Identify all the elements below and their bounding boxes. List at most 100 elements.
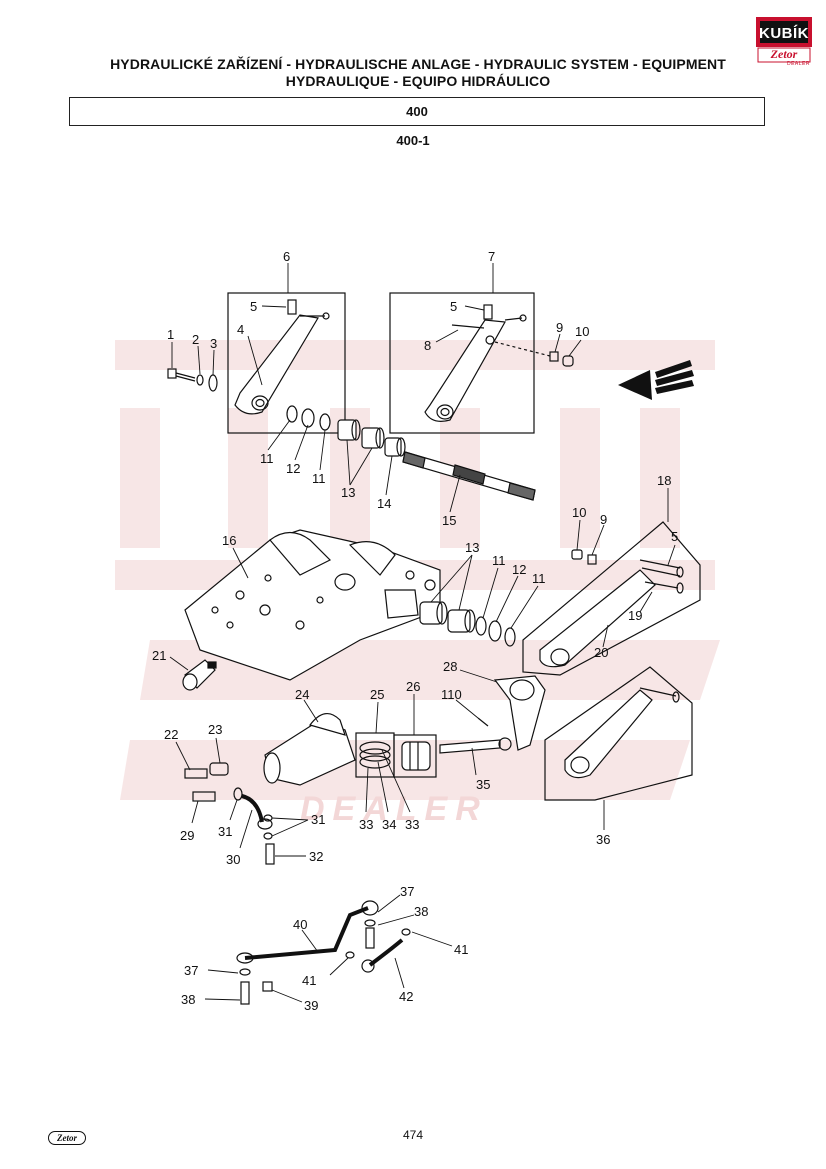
callout-30: 30 xyxy=(226,852,240,867)
lift-arm-20 xyxy=(539,559,684,668)
washer-41a xyxy=(345,951,355,959)
ring-11b xyxy=(319,413,331,431)
section-number-box: 400 xyxy=(69,97,765,126)
lift-arm-7 xyxy=(424,304,551,422)
direction-arrow xyxy=(618,360,694,400)
ring-12a xyxy=(301,408,315,428)
callout-38b: 38 xyxy=(181,992,195,1007)
ring-12b xyxy=(488,620,502,642)
title-line-2: HYDRAULIQUE - EQUIPO HIDRÁULICO xyxy=(285,73,551,89)
group-box-7 xyxy=(389,292,535,434)
subsection-code: 400-1 xyxy=(396,133,430,148)
logo-sub: Zetor xyxy=(770,47,798,61)
ring-11d xyxy=(504,627,516,647)
pin-110 xyxy=(477,717,489,727)
ring-33b xyxy=(359,755,391,769)
callout-8: 8 xyxy=(424,338,431,353)
ring-34 xyxy=(359,748,391,762)
ring-11a xyxy=(286,405,298,423)
bushing-14 xyxy=(384,437,406,457)
callout-labels: 6 7 5 5 4 8 1 2 3 9 10 11 12 11 13 14 15… xyxy=(152,249,678,1013)
logo-brand: KUBÍK xyxy=(759,25,809,42)
callout-28: 28 xyxy=(443,659,457,674)
callout-42: 42 xyxy=(399,989,413,1004)
bushing-13a xyxy=(337,419,361,441)
callout-6: 6 xyxy=(283,249,290,264)
washer-31a xyxy=(233,787,243,801)
callout-29: 29 xyxy=(180,828,194,843)
group-box-26 xyxy=(393,734,437,778)
callout-14: 14 xyxy=(377,496,391,511)
section-number: 400 xyxy=(406,104,428,119)
callout-4: 4 xyxy=(237,322,244,337)
cap-10 xyxy=(562,355,574,367)
callout-26: 26 xyxy=(406,679,420,694)
nut-9 xyxy=(549,351,559,362)
callout-13b: 13 xyxy=(465,540,479,555)
bolt-1 xyxy=(167,368,196,382)
page-title: HYDRAULICKÉ ZAŘÍZENÍ - HYDRAULISCHE ANLA… xyxy=(60,56,776,90)
cap-10b xyxy=(571,549,583,560)
callout-11b: 11 xyxy=(312,471,326,486)
washer-41b xyxy=(401,928,411,936)
bolt-32 xyxy=(265,843,275,865)
callout-41a: 41 xyxy=(454,942,468,957)
plug-39 xyxy=(262,981,273,992)
footer-zetor-logo: Zetor xyxy=(48,1131,86,1145)
callout-23: 23 xyxy=(208,722,222,737)
callout-110: 110 xyxy=(441,687,462,702)
callout-15: 15 xyxy=(442,513,456,528)
callout-10a: 10 xyxy=(575,324,589,339)
group-box-6 xyxy=(227,292,346,434)
callout-2: 2 xyxy=(192,332,199,347)
callout-12b: 12 xyxy=(512,562,526,577)
shaft-15 xyxy=(402,451,536,501)
lift-arm-36 xyxy=(564,687,680,779)
callout-32: 32 xyxy=(309,849,323,864)
callout-3: 3 xyxy=(210,336,217,351)
callout-39: 39 xyxy=(304,998,318,1013)
bolt-38a xyxy=(365,927,375,949)
callout-9a: 9 xyxy=(556,320,563,335)
callout-41b: 41 xyxy=(302,973,316,988)
piston-rod-35 xyxy=(439,737,512,754)
callout-11c: 11 xyxy=(492,553,506,568)
callout-16: 16 xyxy=(222,533,236,548)
callout-37a: 37 xyxy=(400,884,414,899)
callout-21: 21 xyxy=(152,648,166,663)
callout-5c: 5 xyxy=(671,529,678,544)
sensor-21 xyxy=(182,659,217,691)
spring-washer-2 xyxy=(196,374,204,386)
callout-11a: 11 xyxy=(260,451,274,466)
watermark-text: DEALER xyxy=(300,790,488,828)
callout-33b: 33 xyxy=(405,817,419,832)
sleeve-23 xyxy=(209,762,229,776)
callout-40: 40 xyxy=(293,917,307,932)
callout-36: 36 xyxy=(596,832,610,847)
ring-11c xyxy=(475,616,487,636)
callout-9b: 9 xyxy=(600,512,607,527)
callout-22: 22 xyxy=(164,727,178,742)
callout-11d: 11 xyxy=(532,571,546,586)
cylinder-24 xyxy=(263,713,356,786)
nut-9b xyxy=(587,554,597,565)
callout-13a: 13 xyxy=(341,485,355,500)
bolt-22 xyxy=(184,768,208,779)
title-line-1: HYDRAULICKÉ ZAŘÍZENÍ - HYDRAULISCHE ANLA… xyxy=(110,56,726,72)
washer-3 xyxy=(208,374,218,392)
group-box-18 xyxy=(522,521,701,676)
lever-28 xyxy=(493,675,546,751)
leader-lines xyxy=(169,263,676,1003)
callout-5a: 5 xyxy=(250,299,257,314)
pipe-30 xyxy=(241,794,273,830)
bushing-13d xyxy=(447,609,476,633)
callout-1: 1 xyxy=(167,327,174,342)
pipe-40 xyxy=(236,900,379,964)
logo-tag: DEALER xyxy=(786,61,810,67)
bushing-13c xyxy=(419,601,448,625)
callout-31b: 31 xyxy=(311,812,325,827)
group-box-25 xyxy=(355,732,395,778)
bushing-13b xyxy=(361,427,385,449)
washer-31c xyxy=(263,832,273,840)
